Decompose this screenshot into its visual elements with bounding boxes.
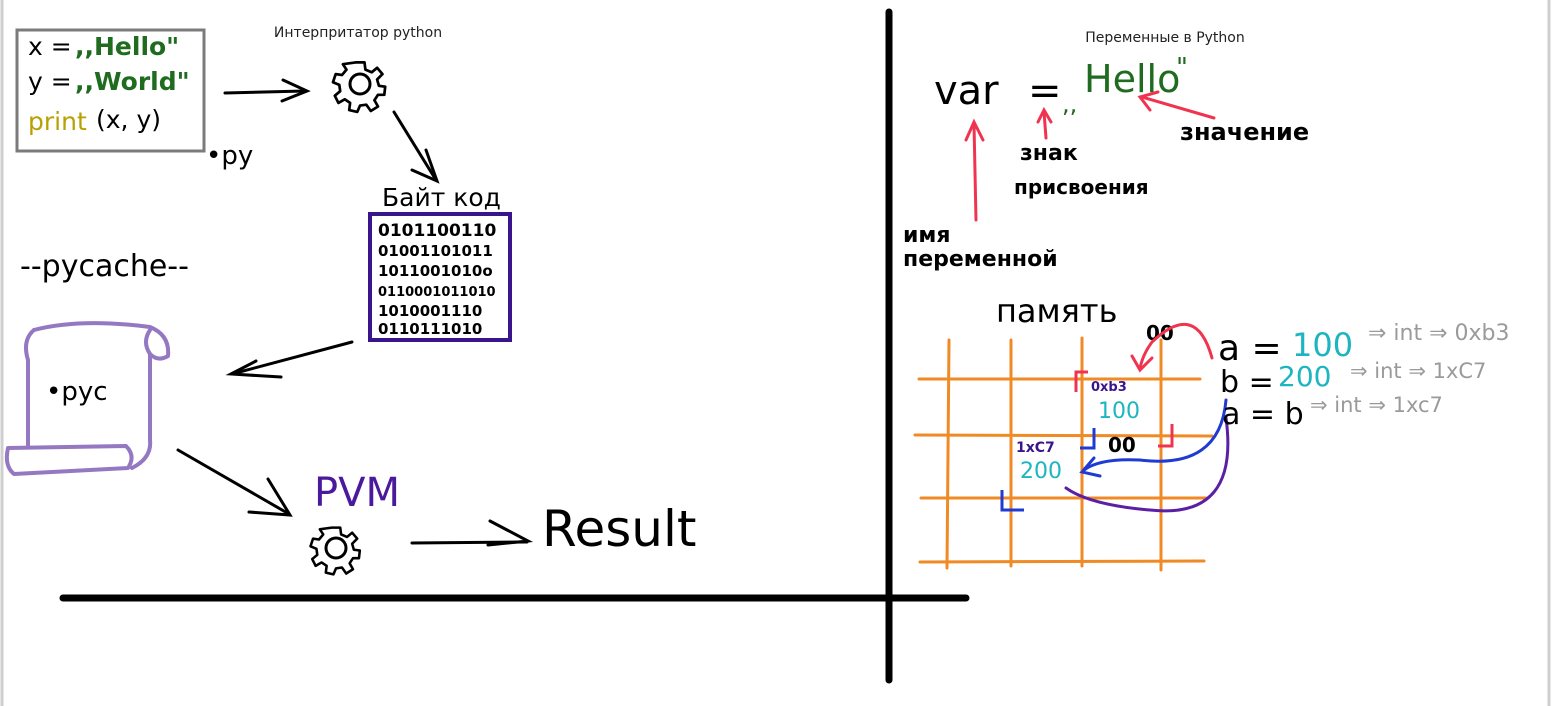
b-annotation: ⇒ int ⇒ 1xC7 — [1350, 359, 1486, 383]
arrow-a-to-cell1 — [1138, 322, 1214, 370]
eyes-mid: 00 — [1108, 433, 1136, 457]
quote-open: ,, — [1062, 90, 1077, 118]
result-label: Result — [542, 500, 697, 558]
bytecode-row-4: 0110001011010 — [378, 285, 496, 300]
pvm-gear-icon — [309, 526, 362, 576]
arrow-to-sign — [1042, 110, 1048, 140]
pycache-label: --pycache-- — [20, 249, 189, 284]
arrow-pyc-to-pvm — [176, 448, 293, 517]
memory-label: память — [996, 292, 1117, 330]
bytecode-row-1: 0101100110 — [378, 221, 496, 241]
red-arrows — [964, 90, 1216, 222]
arrow-b-to-cell2-head — [1079, 456, 1102, 478]
code-line-2-prefix: y = — [28, 67, 72, 96]
var-text: var — [934, 68, 999, 114]
interpreter-title: Интерпритатор python — [274, 25, 442, 41]
code-line-1-prefix: x = — [28, 32, 72, 61]
a-value: 100 — [1292, 326, 1353, 364]
bytecode-title: Байт код — [382, 183, 501, 212]
arrow-ab-to-cell2 — [1064, 416, 1230, 513]
b-value: 200 — [1278, 360, 1331, 393]
interpreter-gear-icon — [331, 61, 387, 114]
cell-2-address: 1xC7 — [1016, 440, 1055, 456]
arrow-to-var — [972, 122, 978, 222]
code-line-3-func: print — [28, 107, 87, 136]
quote-close: " — [1176, 53, 1188, 83]
ab-annotation: ⇒ int ⇒ 1xc7 — [1310, 393, 1443, 417]
py-extension-label: •py — [206, 141, 253, 171]
name-label-2: переменной — [903, 247, 1058, 272]
variables-title: Переменные в Python — [1085, 30, 1244, 46]
eyes-top: 00 — [1146, 321, 1174, 345]
bytecode-row-2: 01001101011 — [378, 242, 493, 260]
sign-label-2: присвоения — [1014, 175, 1149, 199]
code-line-1-value: ,,Hello" — [75, 32, 179, 61]
bytecode-box: 0101100110 01001101011 1011001010o 01100… — [368, 212, 512, 342]
memory-grid — [913, 336, 1214, 572]
bytecode-row-5: 1010001110 — [378, 302, 482, 320]
assign-sign: = — [1028, 68, 1062, 114]
arrow-pvm-to-result — [410, 519, 534, 547]
arrow-to-var-head — [964, 118, 985, 142]
bytecode-row-6: 0110111010 — [378, 320, 482, 338]
arrow-to-value-head — [1137, 90, 1160, 112]
arrow-to-value — [1140, 95, 1216, 120]
a-annotation: ⇒ int ⇒ 0xb3 — [1368, 321, 1510, 346]
pyc-label: •pyc — [46, 377, 108, 407]
hello-value: Hello — [1084, 57, 1180, 101]
arrow-interpreter-to-bytecode — [392, 110, 440, 184]
code-line-2-value: ,,World" — [75, 67, 190, 96]
arrow-a-to-cell1-head — [1130, 354, 1154, 373]
b-assign: b = — [1220, 365, 1274, 400]
bytecode-row-3: 1011001010o — [378, 262, 493, 280]
pvm-label: PVM — [314, 470, 400, 516]
code-line-3-args: (x, y) — [96, 105, 161, 134]
cell-2-value: 200 — [1020, 459, 1062, 484]
code-box: x = ,,Hello" y = ,,World" print (x, y) — [15, 28, 206, 153]
ab-assign: a = b — [1222, 397, 1304, 432]
cell-1-value: 100 — [1098, 399, 1140, 424]
a-assign: a = — [1218, 328, 1282, 369]
arrow-bytecode-to-pyc — [225, 340, 354, 379]
reference-arrows — [1064, 322, 1230, 513]
cell-1-corners — [1074, 370, 1174, 448]
pyc-scroll-icon — [4, 321, 171, 476]
arrow-to-sign-head — [1036, 106, 1053, 124]
arrow-code-to-interpreter — [223, 78, 311, 103]
name-label-1: имя — [903, 223, 951, 248]
sign-label-1: знак — [1020, 141, 1078, 166]
cell-2-corners — [1000, 428, 1096, 512]
arrow-b-to-cell2 — [1082, 398, 1228, 472]
cell-1-address: 0xb3 — [1091, 380, 1127, 395]
value-label: значение — [1180, 118, 1309, 146]
